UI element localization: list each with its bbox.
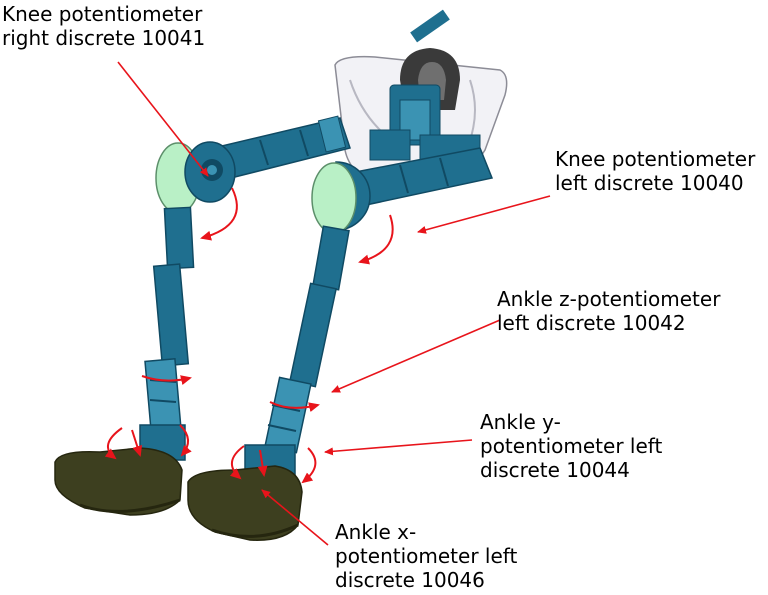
- label-ankle-y: Ankle y- potentiometer left discrete 100…: [480, 410, 663, 482]
- leader-lines: [117, 61, 551, 546]
- label-knee-right: Knee potentiometer right discrete 10041: [2, 2, 206, 50]
- left-knee: [311, 161, 371, 234]
- left-shank: [244, 225, 350, 481]
- right-knee: [155, 141, 236, 214]
- pelvis: [334, 9, 508, 186]
- label-ankle-x: Ankle x- potentiometer left discrete 100…: [335, 520, 518, 592]
- right-shank: [139, 206, 195, 461]
- label-knee-left: Knee potentiometer left discrete 10040: [555, 147, 756, 195]
- right-thigh: [204, 115, 351, 183]
- left-shoe: [187, 465, 303, 541]
- rotation-arrows: [104, 187, 394, 484]
- label-ankle-z: Ankle z-potentiometer left discrete 1004…: [497, 287, 721, 335]
- right-shoe: [54, 447, 183, 516]
